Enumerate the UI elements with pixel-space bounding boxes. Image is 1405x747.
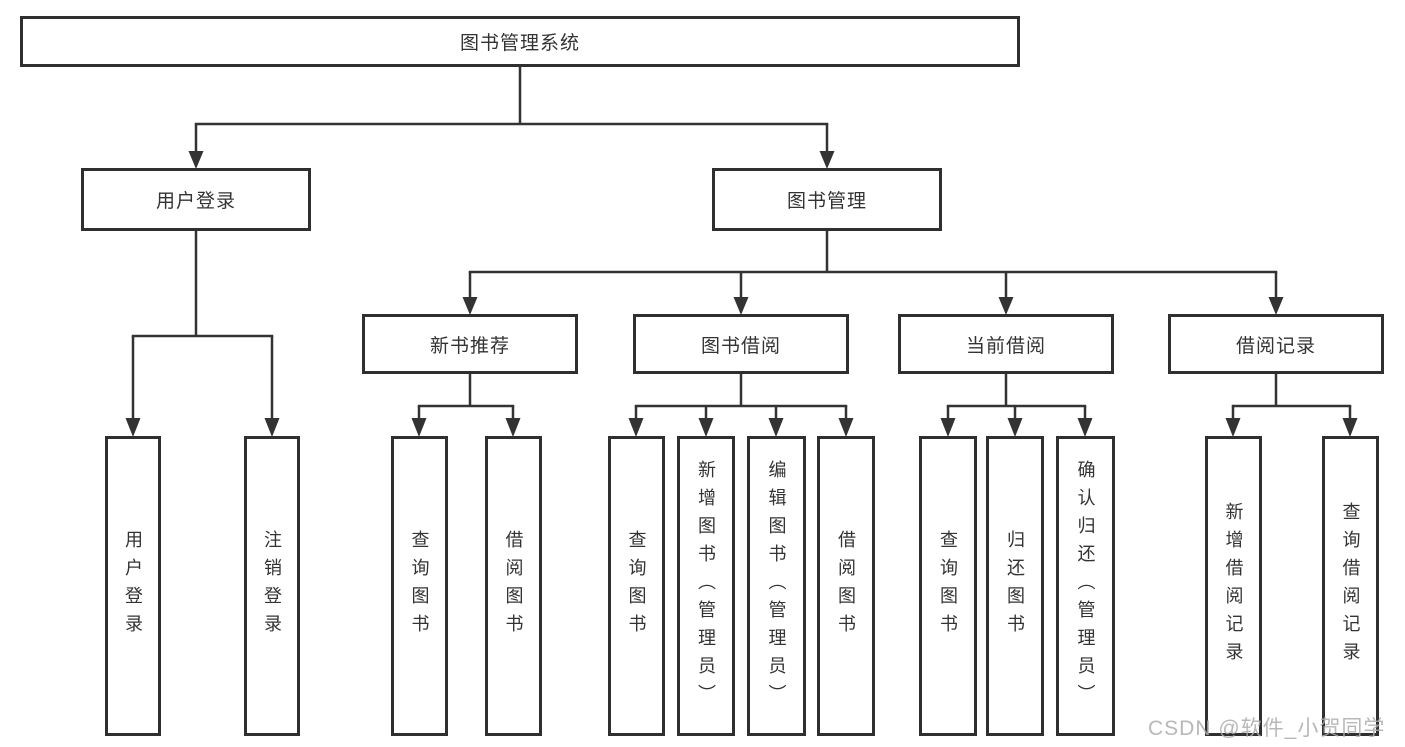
node-logout-leaf: 注销登录 [244,436,300,736]
csdn-watermark: CSDN @软件_小贺同学 [1148,717,1386,740]
node-borrow-books-leaf: 借阅图书 [817,436,875,736]
node-user-login: 用户登录 [81,168,311,231]
node-confirm-return-admin: 确认归还（管理员） [1056,436,1115,736]
node-edit-book-admin: 编辑图书（管理员） [747,436,806,736]
node-label: 注销登录 [262,530,282,642]
node-label: 借阅图书 [836,530,856,642]
node-query-books-current: 查询图书 [919,436,977,736]
node-label: 借阅图书 [503,530,524,642]
node-label: 归还图书 [1005,530,1025,642]
node-library-system-root: 图书管理系统 [20,16,1020,67]
arrowhead-icons [125,151,1358,437]
node-return-book: 归还图书 [986,436,1044,736]
node-label: 查询图书 [938,530,958,642]
node-label: 编辑图书（管理员） [766,460,787,712]
node-query-books-borrow: 查询图书 [608,436,665,736]
node-book-borrow: 图书借阅 [633,314,849,374]
node-label: 查询图书 [409,530,430,642]
node-add-borrow-record: 新增借阅记录 [1205,436,1262,736]
node-query-books-recommend: 查询图书 [391,436,448,736]
node-new-book-recommend: 新书推荐 [362,314,578,374]
node-book-management: 图书管理 [712,168,942,231]
node-add-book-admin: 新增图书（管理员） [677,436,735,736]
node-user-login-leaf: 用户登录 [105,436,161,736]
node-current-borrow: 当前借阅 [898,314,1114,374]
tree-edges [131,67,1352,420]
node-label: 查询借阅记录 [1340,502,1361,670]
node-query-borrow-record: 查询借阅记录 [1322,436,1379,736]
node-label: 确认归还（管理员） [1075,460,1096,712]
node-label: 查询图书 [626,530,647,642]
node-borrow-books-recommend: 借阅图书 [485,436,542,736]
node-label: 新增图书（管理员） [696,460,716,712]
node-label: 用户登录 [123,530,143,642]
node-label: 新增借阅记录 [1223,502,1244,670]
node-borrow-records: 借阅记录 [1168,314,1384,374]
